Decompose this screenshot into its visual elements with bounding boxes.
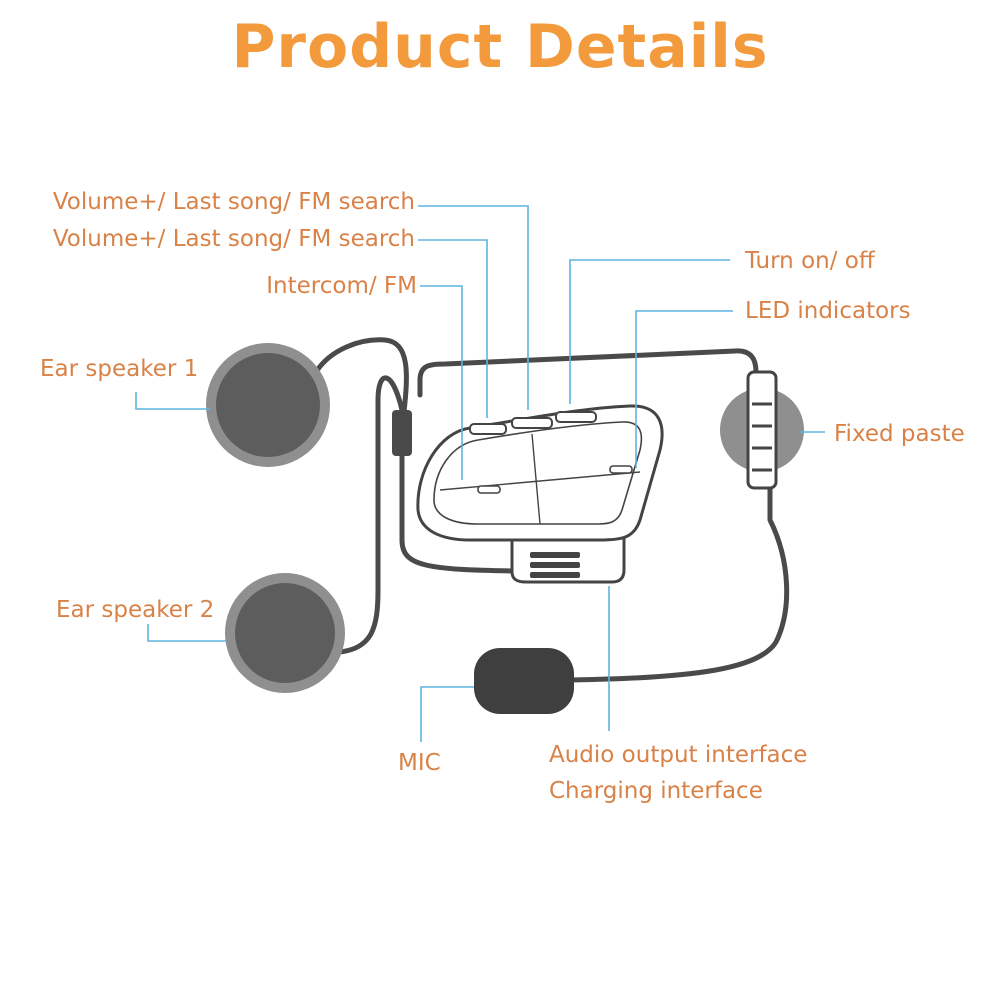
leader-vol-2 bbox=[418, 239, 488, 418]
face-mark bbox=[477, 485, 501, 494]
leader-vol-1 bbox=[418, 205, 529, 410]
speaker-2-cable bbox=[337, 375, 405, 655]
paste-clip bbox=[746, 370, 778, 490]
label-ear-speaker-1: Ear speaker 1 bbox=[40, 356, 198, 382]
mic-boom-cable bbox=[567, 485, 790, 683]
leader-turn-on-off bbox=[569, 259, 730, 404]
ear-speaker-face bbox=[235, 583, 335, 683]
label-led-indicators: LED indicators bbox=[745, 298, 911, 324]
cable-group bbox=[313, 337, 790, 683]
headset-unit bbox=[416, 404, 664, 584]
leader-intercom bbox=[420, 285, 463, 480]
label-mic: MIC bbox=[398, 750, 441, 776]
leader-mic bbox=[420, 686, 474, 742]
label-fixed-paste: Fixed paste bbox=[834, 421, 965, 447]
unit-face-seam bbox=[439, 471, 641, 491]
leader-lines bbox=[135, 205, 825, 742]
microphone bbox=[474, 648, 574, 714]
ear-speaker-2 bbox=[225, 573, 345, 693]
leader-ear-speaker-2 bbox=[147, 624, 226, 642]
label-volume-1: Volume+/ Last song/ FM search bbox=[53, 189, 415, 215]
led-indicator bbox=[609, 465, 633, 474]
page-title: Product Details bbox=[231, 12, 769, 82]
speaker-1-cable bbox=[313, 337, 409, 415]
top-loop-cable bbox=[417, 348, 759, 398]
label-ear-speaker-2: Ear speaker 2 bbox=[56, 597, 214, 623]
connector-rib bbox=[530, 552, 580, 558]
label-charging: Charging interface bbox=[549, 778, 763, 804]
connector-rib bbox=[530, 562, 580, 568]
unit-face-panel bbox=[433, 421, 643, 525]
connector-ribs bbox=[530, 552, 580, 578]
unit-lead-cable bbox=[399, 449, 523, 574]
intercom-fm-button bbox=[469, 423, 507, 435]
label-volume-2: Volume+/ Last song/ FM search bbox=[53, 226, 415, 252]
fixed-paste bbox=[720, 370, 804, 490]
leader-led bbox=[635, 310, 733, 468]
label-turn-on-off: Turn on/ off bbox=[744, 248, 876, 274]
unit-face-divider bbox=[531, 433, 541, 525]
leader-ear-speaker-1 bbox=[135, 392, 210, 410]
microphone-icon bbox=[474, 648, 574, 714]
label-intercom-fm: Intercom/ FM bbox=[266, 273, 417, 299]
label-group: Volume+/ Last song/ FM search Volume+/ L… bbox=[40, 189, 965, 804]
cable-junction-plug bbox=[392, 410, 412, 456]
volume-button-2 bbox=[555, 411, 597, 423]
connector-rib bbox=[530, 572, 580, 578]
ear-speaker-face bbox=[216, 353, 320, 457]
volume-button-1 bbox=[511, 417, 553, 429]
ear-speaker-1 bbox=[206, 343, 330, 467]
unit-connector bbox=[510, 536, 626, 584]
label-audio-output: Audio output interface bbox=[549, 742, 807, 768]
